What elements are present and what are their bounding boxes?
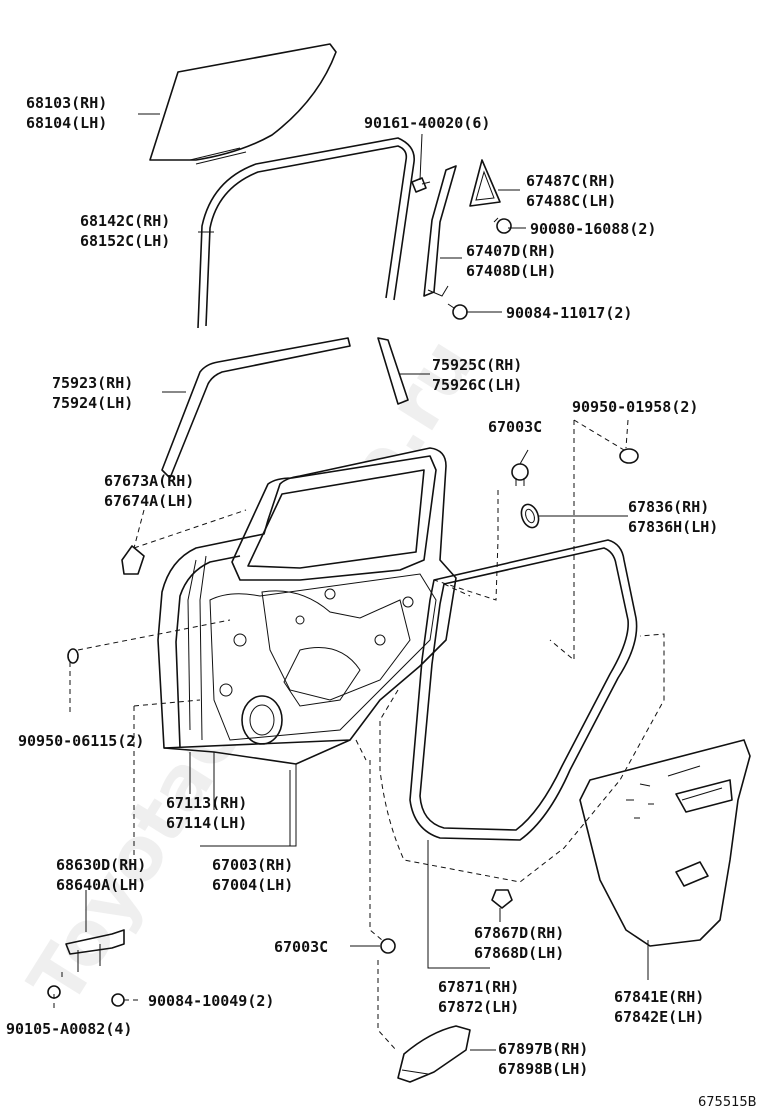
door-check-part: [65, 929, 125, 972]
label-corner-cover-lh: 67488C(LH): [526, 192, 616, 210]
label-clip-67867d-lh: 67868D(LH): [474, 944, 564, 962]
label-panel-lh: 67114(LH): [166, 814, 247, 832]
label-door-assy-rh: 67003(RH): [212, 856, 293, 874]
label-service-hole-lh: 67836H(LH): [628, 518, 718, 536]
label-outer-weatherstrip-lh: 75924(LH): [52, 394, 133, 412]
label-inner-weatherstrip-rh: 75925C(RH): [432, 356, 522, 374]
label-bolt-90084-10049: 90084-10049(2): [148, 992, 274, 1010]
label-plug-90950-01958: 90950-01958(2): [572, 398, 698, 416]
plug-90950-01958-part: [619, 448, 639, 464]
label-trim-board-lh: 67842E(LH): [614, 1008, 704, 1026]
label-bolt-90084-11017: 90084-11017(2): [506, 304, 632, 322]
label-clip-67003c-top: 67003C: [488, 418, 542, 436]
trim-board-part: [579, 739, 751, 947]
door-weatherstrip-part: [379, 539, 665, 883]
label-weatherstrip-67871-lh: 67872(LH): [438, 998, 519, 1016]
leader-lines: [53, 113, 649, 1051]
label-cover-67673a-lh: 67674A(LH): [104, 492, 194, 510]
clip-67003c-bottom-part: [380, 938, 396, 954]
outer-weatherstrip-part: [161, 337, 351, 479]
diagram-code: 675515B: [698, 1095, 757, 1110]
door-glass-part: [149, 43, 337, 165]
cover-67673a-part: [121, 545, 145, 575]
inner-weatherstrip-part: [377, 337, 409, 405]
label-glass-rh: 68103(RH): [26, 94, 107, 112]
bolt-90084-10049-part: [111, 993, 125, 1007]
label-cover-67673a-rh: 67673A(RH): [104, 472, 194, 490]
label-trim-board-rh: 67841E(RH): [614, 988, 704, 1006]
service-hole-part: [520, 503, 540, 529]
label-armrest-lh: 67898B(LH): [498, 1060, 588, 1078]
bolt-90084-11017-part: [447, 303, 468, 320]
label-sash-rh: 67407D(RH): [466, 242, 556, 260]
label-service-hole-rh: 67836(RH): [628, 498, 709, 516]
label-run-channel-rh: 68142C(RH): [80, 212, 170, 230]
label-weatherstrip-67871-rh: 67871(RH): [438, 978, 519, 996]
label-check-rh: 68630D(RH): [56, 856, 146, 874]
armrest-part: [397, 1025, 471, 1083]
label-corner-cover-rh: 67487C(RH): [526, 172, 616, 190]
run-channel-part: [197, 137, 415, 329]
label-glass-lh: 68104(LH): [26, 114, 107, 132]
label-plug-90950-06115: 90950-06115(2): [18, 732, 144, 750]
label-clip-67867d-rh: 67867D(RH): [474, 924, 564, 942]
sash-part: [423, 165, 457, 297]
clip-67867d-part: [491, 889, 513, 909]
label-bolt-90105: 90105-A0082(4): [6, 1020, 132, 1038]
clip-67003c-top-part: [511, 463, 529, 486]
label-screw-90080: 90080-16088(2): [530, 220, 656, 238]
screw-90080-part: [493, 217, 512, 234]
corner-cover-part: [469, 159, 501, 207]
plug-90950-06115-part: [67, 648, 79, 664]
label-outer-weatherstrip-rh: 75923(RH): [52, 374, 133, 392]
label-door-assy-lh: 67004(LH): [212, 876, 293, 894]
label-panel-rh: 67113(RH): [166, 794, 247, 812]
label-clip-67003c-bottom: 67003C: [274, 938, 328, 956]
door-assembly-part: [157, 447, 457, 765]
label-armrest-rh: 67897B(RH): [498, 1040, 588, 1058]
label-run-channel-lh: 68152C(LH): [80, 232, 170, 250]
label-check-lh: 68640A(LH): [56, 876, 146, 894]
screw-90161-part: [411, 177, 431, 193]
label-inner-weatherstrip-lh: 75926C(LH): [432, 376, 522, 394]
label-screw-90161: 90161-40020(6): [364, 114, 490, 132]
label-sash-lh: 67408D(LH): [466, 262, 556, 280]
